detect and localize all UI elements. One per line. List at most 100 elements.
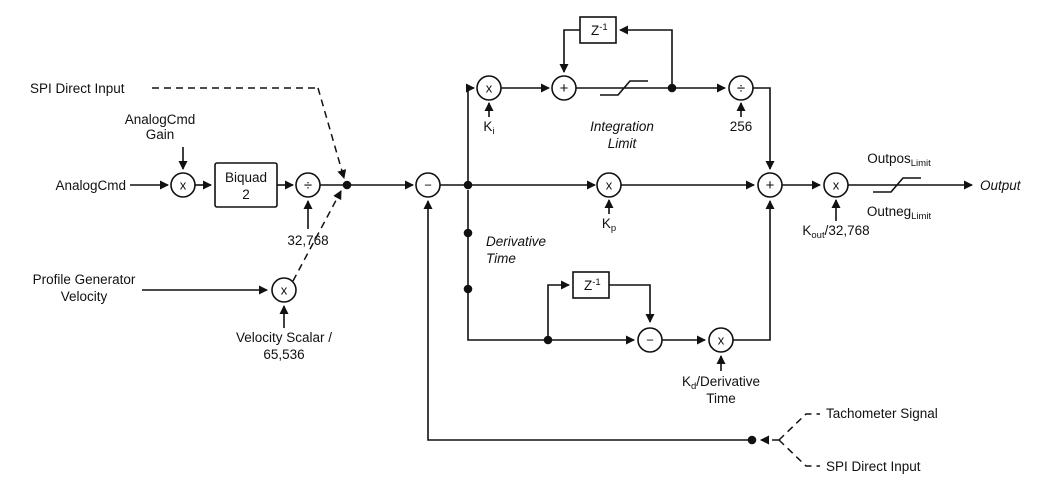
outpos-subscript: Limit (911, 158, 931, 169)
delay-exponent: -1 (592, 277, 600, 288)
outneg-subscript: Limit (911, 211, 931, 222)
delay-base: Z (584, 278, 592, 293)
kout-multiply-circle (823, 172, 849, 198)
delay-block-integrator: Z-1 (579, 16, 617, 44)
biquad-box (214, 162, 278, 208)
connector-loop-to-delay (619, 25, 673, 84)
kd-label-line2: Time (706, 391, 736, 406)
kout-multiply-glyph: x (833, 178, 840, 193)
derivative-subtract-circle (637, 327, 663, 353)
biquad-label-line1: Biquad (225, 170, 267, 185)
divisor-32768-label: 32,768 (287, 233, 328, 248)
connector-tachometer-branch (778, 413, 820, 441)
delay-box-derivative (572, 271, 610, 299)
delay-box-integrator (579, 16, 617, 44)
kout-label: Kout/32,768 (802, 223, 869, 241)
labels: SPI Direct Input AnalogCmd AnalogCmd Gai… (30, 81, 1022, 474)
analog-multiply-glyph: x (180, 178, 187, 193)
integrator-junction-dot (667, 83, 677, 93)
divide-32768-glyph: ÷ (304, 177, 312, 194)
kd-subscript: d (691, 381, 696, 392)
feedback-junction-dot (747, 435, 757, 445)
integration-limit-label-line1: Integration (590, 119, 654, 134)
output-label: Output (980, 178, 1022, 193)
connector-deriv-to-delay (547, 280, 570, 336)
output-limit-glyph (873, 177, 921, 193)
delay-label-derivative: Z-1 (584, 277, 601, 293)
kp-multiply-glyph: x (606, 178, 613, 193)
connector-delay-to-add (559, 29, 580, 73)
kp-label: Kp (602, 216, 616, 234)
integration-limit-symbol (600, 80, 648, 96)
derivative-time-label-line2: Time (486, 251, 516, 266)
kd-multiply-glyph: x (718, 333, 725, 348)
velocity-multiply-circle (271, 277, 297, 303)
delay-exponent: -1 (599, 22, 607, 33)
delay-block-derivative: Z-1 (572, 271, 610, 299)
divide-256-glyph: ÷ (737, 80, 745, 97)
ki-multiply-glyph: x (486, 81, 493, 96)
kd-multiply-circle (708, 327, 734, 353)
ki-multiply-circle (476, 75, 502, 101)
outpos-limit-label: OutposLimit (867, 151, 931, 169)
divide-32768-circle (295, 172, 321, 198)
dashed-connectors (152, 87, 820, 467)
output-limit-symbol (873, 177, 921, 193)
derivative-time-label-line1: Derivative (486, 234, 546, 249)
error-subtract-circle (415, 172, 441, 198)
kd-label-line1: Kd/Derivative (682, 374, 760, 392)
biquad-block: Biquad 2 (214, 162, 278, 208)
integrator-add-glyph: + (560, 80, 569, 97)
connector-delay-to-subtract (609, 284, 655, 323)
analog-multiply-circle (170, 172, 196, 198)
operator-nodes: x ÷ − x x + ÷ x + x − x (170, 75, 849, 353)
outneg-limit-label: OutnegLimit (867, 204, 932, 222)
integration-limit-glyph (600, 80, 648, 96)
connector-div256-to-sum (753, 87, 775, 170)
derivative-junction-dot (543, 335, 553, 345)
derivative-subtract-glyph: − (646, 333, 654, 348)
error-subtract-glyph: − (424, 178, 432, 193)
integration-limit-label-line2: Limit (608, 136, 638, 151)
profile-generator-label-line2: Velocity (61, 289, 108, 304)
junction-dots (342, 83, 757, 445)
connector-feedback (423, 200, 752, 441)
analogcmd-gain-label-line2: Gain (146, 127, 175, 142)
ki-label: Ki (483, 119, 494, 137)
profile-generator-label-line1: Profile Generator (33, 272, 136, 287)
kp-multiply-circle (596, 172, 622, 198)
output-sum-circle (757, 172, 783, 198)
kout-subscript: out (811, 230, 825, 241)
ki-subscript: i (492, 126, 494, 137)
connector-derivative-down (467, 190, 544, 341)
velocity-scalar-label-line1: Velocity Scalar / (236, 330, 332, 345)
connector-spi-bottom-branch (778, 439, 820, 467)
kp-base: K (602, 216, 611, 231)
derivative-sample-dot-lower (463, 284, 473, 294)
output-sum-glyph: + (766, 177, 775, 194)
tachometer-signal-label: Tachometer Signal (826, 406, 938, 421)
analogcmd-gain-label-line1: AnalogCmd (125, 112, 196, 127)
connectors (130, 25, 973, 441)
divisor-256-label: 256 (730, 119, 753, 134)
kout-base: K (802, 223, 811, 238)
connector-kd-to-sum (733, 200, 775, 341)
outneg-base: Outneg (867, 204, 911, 219)
ki-base: K (483, 119, 492, 134)
kout-rest: /32,768 (825, 223, 870, 238)
connector-error-up-to-ki (466, 83, 475, 185)
derivative-sample-dot-upper (463, 228, 473, 238)
spi-direct-input-bottom-label: SPI Direct Input (826, 459, 921, 474)
kp-subscript: p (611, 223, 616, 234)
outpos-base: Outpos (867, 151, 911, 166)
velocity-scalar-label-line2: 65,536 (263, 347, 304, 362)
biquad-label-line2: 2 (242, 187, 250, 202)
divide-256-circle (728, 75, 754, 101)
kd-rest: /Derivative (696, 374, 760, 389)
connector-spi-top-diagonal (317, 87, 347, 179)
connector-velocity-diagonal (292, 190, 342, 282)
spi-direct-input-top-label: SPI Direct Input (30, 81, 125, 96)
velocity-multiply-glyph: x (281, 283, 288, 298)
